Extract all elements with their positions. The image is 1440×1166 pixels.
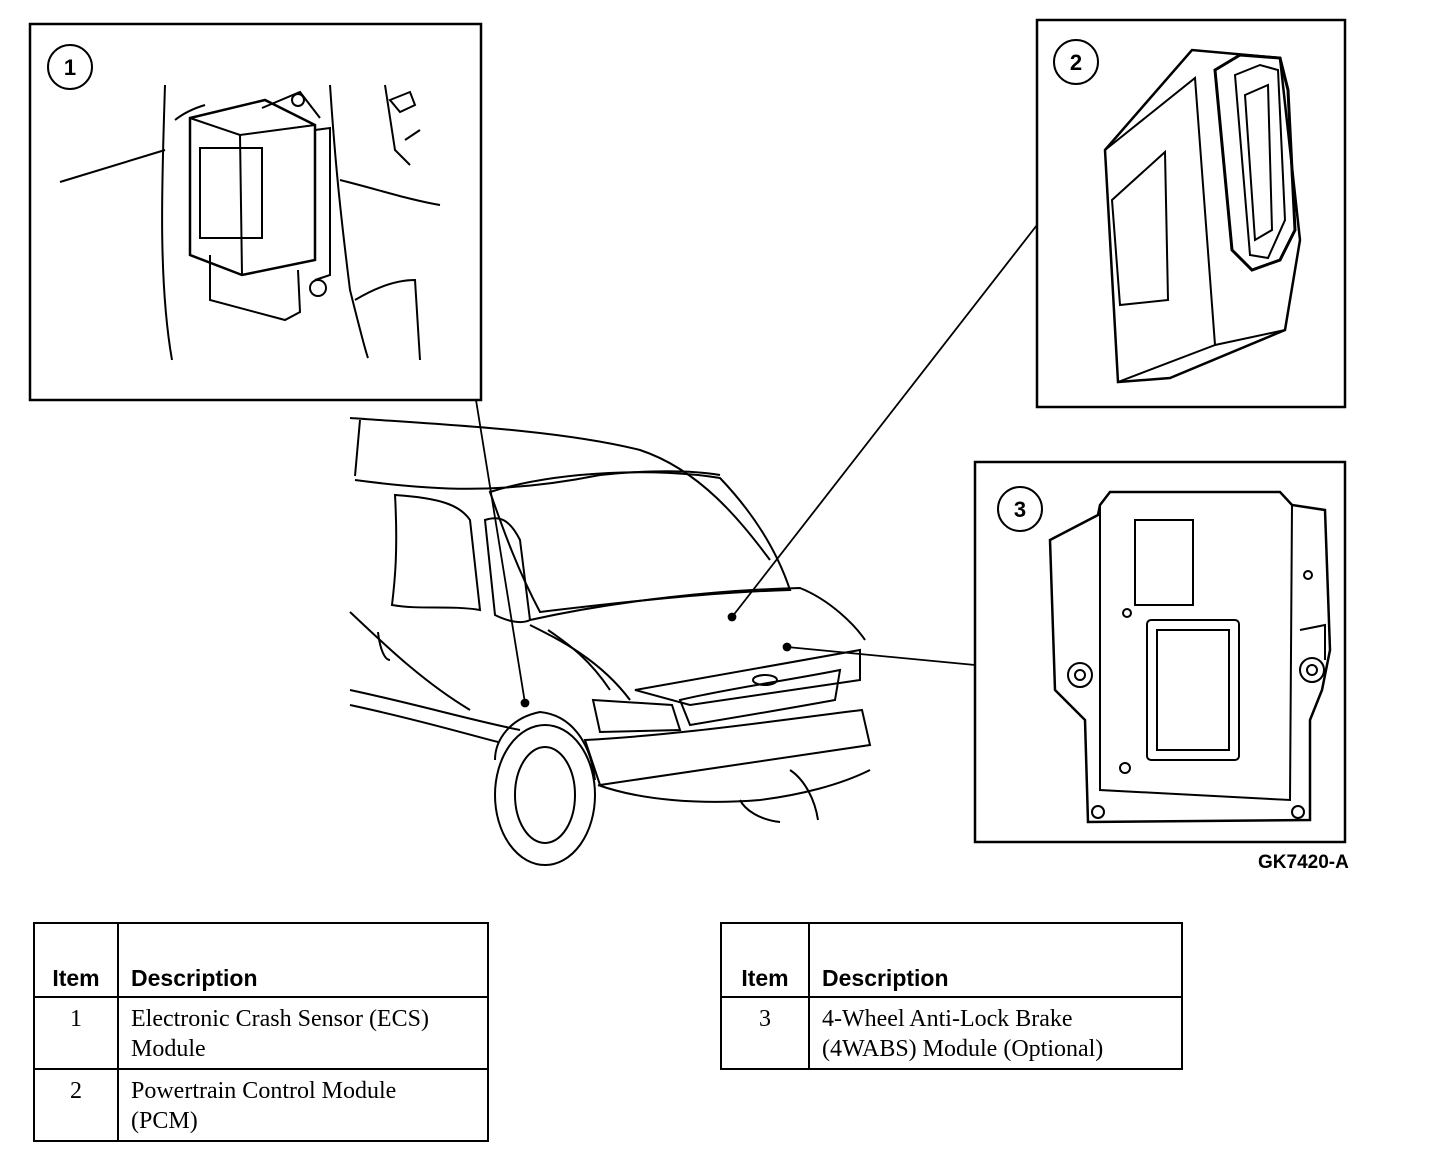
item-column-header: Item — [33, 922, 119, 998]
item-number: 2 — [33, 1068, 119, 1142]
legend-table-2: Item Description 3 4-Wheel Anti-Lock Bra… — [720, 922, 1183, 1070]
vehicle-module-location-diagram: 1 2 3 — [28, 18, 1347, 866]
callout-number-3: 3 — [1014, 497, 1026, 522]
figure-code: GK7420-A — [1258, 852, 1349, 873]
item-description: Powertrain Control Module (PCM) — [117, 1068, 489, 1142]
description-line: Module — [131, 1036, 206, 1062]
description-column-header: Description — [808, 922, 1183, 998]
pcm-module-shape — [1103, 48, 1302, 384]
description-line: (4WABS) Module (Optional) — [822, 1036, 1104, 1062]
leader-line-1 — [475, 399, 526, 704]
item-description: Electronic Crash Sensor (ECS) Module — [117, 996, 489, 1070]
legend-row: 1 Electronic Crash Sensor (ECS) Module — [33, 996, 489, 1070]
legend-header-row: Item Description — [33, 922, 489, 998]
legend-row: 2 Powertrain Control Module (PCM) — [33, 1068, 489, 1142]
callout-circle-1 — [47, 44, 93, 90]
ecs-module-shape — [188, 98, 317, 277]
description-line: Electronic Crash Sensor (ECS) — [131, 1006, 429, 1032]
description-line: (PCM) — [131, 1108, 198, 1134]
description-line: 4-Wheel Anti-Lock Brake — [822, 1006, 1073, 1032]
4wabs-module-shape — [1048, 490, 1332, 824]
leader-lines — [475, 224, 1038, 708]
inset-4wabs-module: 3 — [973, 460, 1347, 844]
legend-table-1: Item Description 1 Electronic Crash Sens… — [33, 922, 489, 1142]
item-column-header: Item — [720, 922, 810, 998]
vehicle-illustration — [349, 417, 872, 866]
callout-number-1: 1 — [64, 55, 76, 80]
item-number: 3 — [720, 996, 810, 1070]
item-description: 4-Wheel Anti-Lock Brake (4WABS) Module (… — [808, 996, 1183, 1070]
description-line: Powertrain Control Module — [131, 1078, 397, 1104]
callout-circle-2 — [1053, 39, 1099, 85]
callout-number-2: 2 — [1070, 50, 1082, 75]
item-number: 1 — [33, 996, 119, 1070]
legend-header-row: Item Description — [720, 922, 1183, 998]
leader-line-3 — [786, 646, 976, 666]
inset-pcm-module: 2 — [1035, 18, 1347, 409]
description-column-header: Description — [117, 922, 489, 998]
inset-ecs-module: 1 — [28, 22, 483, 402]
leader-line-2 — [731, 224, 1038, 618]
legend-row: 3 4-Wheel Anti-Lock Brake (4WABS) Module… — [720, 996, 1183, 1070]
callout-circle-3 — [997, 486, 1043, 532]
